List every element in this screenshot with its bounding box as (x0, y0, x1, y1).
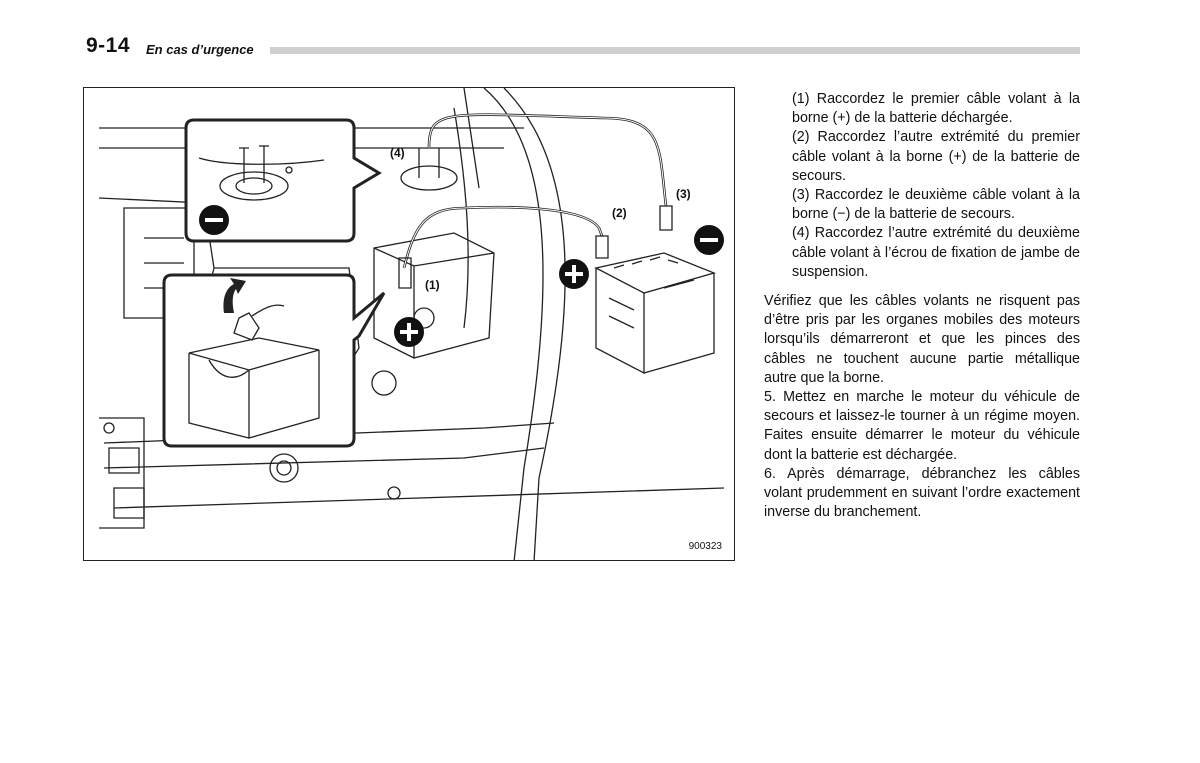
figure-label-4: (4) (390, 146, 405, 160)
connection-steps: (1) Raccordez le premier câble volant à … (764, 90, 1080, 282)
step-1: (1) Raccordez le premier câble volant à … (792, 91, 1080, 127)
engine-bay-drawing (98, 88, 725, 560)
figure-label-3: (3) (676, 187, 691, 201)
step-2: (2) Raccordez l’autre extrémité du premi… (792, 129, 1080, 184)
instructions-text: (1) Raccordez le premier câble volant à … (764, 90, 1080, 522)
jump-start-illustration: (4) (1) (2) (3) 900323 (83, 87, 735, 561)
figure-label-2: (2) (612, 206, 627, 220)
page-header: 9-14 En cas d’urgence (86, 34, 1080, 64)
header-rule (270, 47, 1080, 54)
section-title: En cas d’urgence (146, 42, 254, 57)
step-5-paragraph: 5. Mettez en marche le moteur du véhicul… (764, 389, 1080, 463)
step-3: (3) Raccordez le deuxième câble volant à… (792, 187, 1080, 223)
caution-paragraph: Vérifiez que les câbles volants ne risqu… (764, 293, 1080, 386)
step-6-paragraph: 6. Après démarrage, débranchez les câble… (764, 465, 1080, 521)
figure-code: 900323 (688, 541, 722, 552)
step-4: (4) Raccordez l’autre extrémité du deuxi… (792, 225, 1080, 280)
page-number: 9-14 (86, 34, 131, 57)
figure-label-1: (1) (425, 278, 440, 292)
